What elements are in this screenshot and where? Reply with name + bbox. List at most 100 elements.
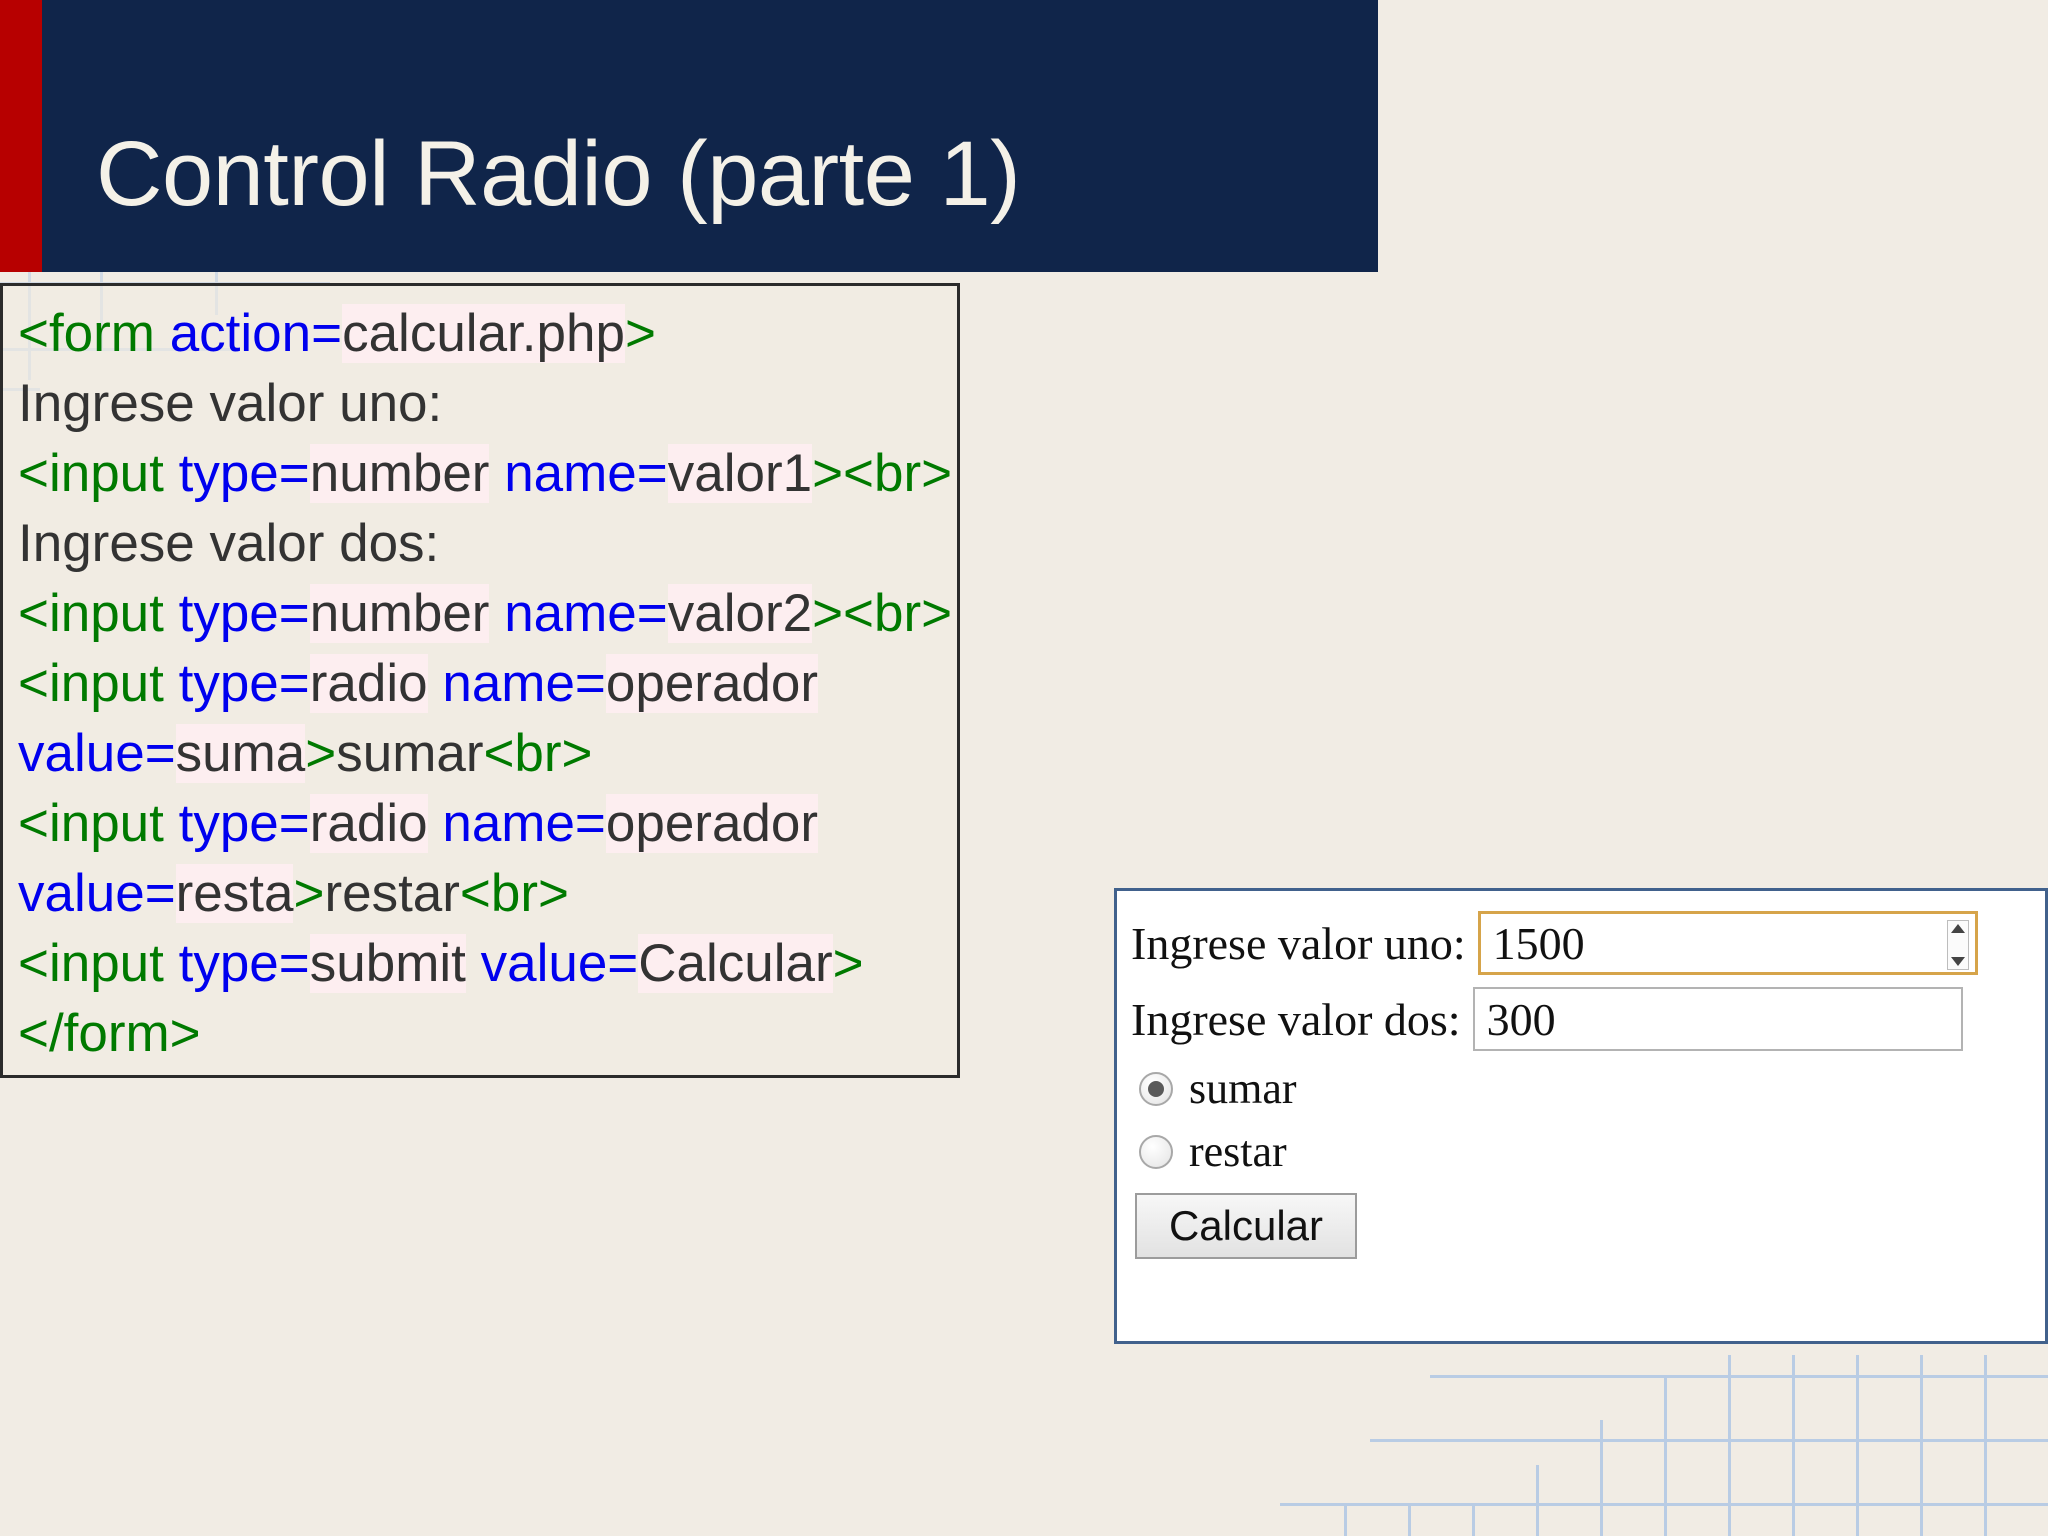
radio-restar-label: restar (1189, 1127, 1287, 1176)
code-line: Ingrese valor dos: (18, 509, 1560, 579)
grid-line-vertical (1856, 1355, 1859, 1536)
code-line: <input type=submit value=Calcular> (18, 929, 1560, 999)
code-token-tag: <input (18, 934, 179, 993)
code-token-attr: type= (178, 584, 310, 643)
code-token-attr: name= (504, 584, 668, 643)
page-title: Control Radio (parte 1) (96, 123, 1021, 225)
code-line: value=resta>restar<br> (18, 859, 1560, 929)
code-token-attr: value= (18, 724, 176, 783)
code-token-attr: type= (178, 934, 310, 993)
code-token-plain: Ingrese valor uno: (18, 374, 443, 433)
radio-option-sumar[interactable]: sumar (1139, 1063, 2045, 1114)
form-row-valor-uno: Ingrese valor uno: 1500 (1131, 891, 2045, 975)
grid-line-horizontal (1370, 1439, 2048, 1442)
background-grid-bottomright (1280, 1345, 2048, 1536)
code-token-val: radio (309, 794, 428, 853)
grid-line-vertical (1792, 1355, 1795, 1536)
grid-line-vertical (1472, 1503, 1475, 1536)
spinner-down-icon[interactable] (1950, 957, 1965, 966)
form-preview-panel: Ingrese valor uno: 1500 Ingrese valor do… (1114, 888, 2048, 1344)
code-token-val: valor2 (667, 584, 813, 643)
radio-restar-icon[interactable] (1139, 1134, 1173, 1169)
title-accent-stripe (0, 0, 42, 272)
code-token-attr: type= (178, 794, 310, 853)
code-token-tag: ><br> (812, 584, 953, 643)
code-token-attr: type= (178, 444, 310, 503)
code-token-tag: ><br> (812, 444, 953, 503)
form-row-valor-dos: Ingrese valor dos: 300 (1131, 975, 2045, 1051)
input-valor-dos[interactable]: 300 (1472, 987, 1963, 1051)
grid-line-horizontal (1430, 1375, 2048, 1378)
code-line: <input type=radio name=operador (18, 789, 1560, 859)
code-token-plain: Ingrese valor dos: (18, 514, 440, 573)
code-line: <input type=number name=valor2><br> (18, 579, 1560, 649)
grid-line-vertical (1728, 1355, 1731, 1536)
code-token-val: calcular.php (342, 304, 625, 363)
code-token-val: number (309, 584, 490, 643)
code-token-tag: > (624, 304, 656, 363)
code-token-attr: name= (442, 794, 606, 853)
code-token-tag: > (305, 724, 337, 783)
code-token-val: radio (309, 654, 428, 713)
code-token-val: submit (309, 934, 466, 993)
grid-line-vertical (1600, 1420, 1603, 1536)
code-token-tag: <input (18, 794, 179, 853)
code-token-val: operador (605, 794, 819, 853)
spinner-up-icon[interactable] (1950, 924, 1965, 933)
code-line: value=suma>sumar<br> (18, 719, 1560, 789)
code-token-val: valor1 (667, 444, 813, 503)
code-token-plain (466, 934, 481, 993)
code-line: Ingrese valor uno: (18, 369, 1560, 439)
code-token-tag: <input (18, 444, 179, 503)
grid-line-vertical (1664, 1375, 1667, 1536)
code-line: <input type=number name=valor1><br> (18, 439, 1560, 509)
code-token-tag: > (832, 934, 864, 993)
radio-option-restar[interactable]: restar (1139, 1126, 2045, 1177)
code-token-tag: <form (18, 304, 170, 363)
code-token-attr: type= (178, 654, 310, 713)
input-valor-uno-value: 1500 (1492, 917, 1585, 969)
code-token-plain (428, 654, 443, 713)
grid-line-vertical (1536, 1465, 1539, 1536)
code-token-tag: <input (18, 654, 179, 713)
code-token-plain (428, 794, 443, 853)
code-line: </form> (18, 999, 1560, 1069)
code-token-attr: name= (442, 654, 606, 713)
calcular-button[interactable]: Calcular (1135, 1193, 1357, 1259)
code-token-attr: action= (169, 304, 343, 363)
code-token-attr: value= (480, 934, 639, 993)
label-valor-uno: Ingrese valor uno: (1131, 917, 1466, 969)
radio-sumar-icon[interactable] (1139, 1071, 1173, 1106)
code-token-attr: value= (18, 864, 176, 923)
code-token-val: number (309, 444, 490, 503)
code-token-plain (489, 584, 504, 643)
grid-line-horizontal (1280, 1503, 2048, 1506)
input-valor-uno[interactable]: 1500 (1477, 911, 1978, 975)
grid-line-vertical (1920, 1355, 1923, 1536)
code-token-tag: <br> (483, 724, 593, 783)
radio-sumar-label: sumar (1189, 1064, 1297, 1113)
code-line: <form action=calcular.php> (18, 299, 1560, 369)
code-token-tag: <br> (459, 864, 569, 923)
grid-line-vertical (1984, 1355, 1987, 1536)
label-valor-dos: Ingrese valor dos: (1131, 993, 1461, 1045)
code-token-attr: name= (504, 444, 668, 503)
code-token-plain: sumar (336, 724, 484, 783)
code-block: <form action=calcular.php>Ingrese valor … (0, 283, 1560, 1069)
code-token-val: Calcular (638, 934, 833, 993)
code-token-val: suma (175, 724, 306, 783)
input-valor-dos-value: 300 (1486, 993, 1556, 1045)
code-token-plain (489, 444, 504, 503)
code-token-plain: restar (324, 864, 460, 923)
number-spinner[interactable] (1946, 920, 1969, 970)
title-banner (0, 0, 1378, 272)
code-token-tag: <input (18, 584, 179, 643)
code-token-tag: </form> (18, 1004, 201, 1063)
grid-line-vertical (1408, 1503, 1411, 1536)
code-token-val: operador (605, 654, 819, 713)
radio-sumar-dot (1148, 1080, 1164, 1097)
code-token-val: resta (175, 864, 294, 923)
grid-line-vertical (1344, 1503, 1347, 1536)
code-line: <input type=radio name=operador (18, 649, 1560, 719)
